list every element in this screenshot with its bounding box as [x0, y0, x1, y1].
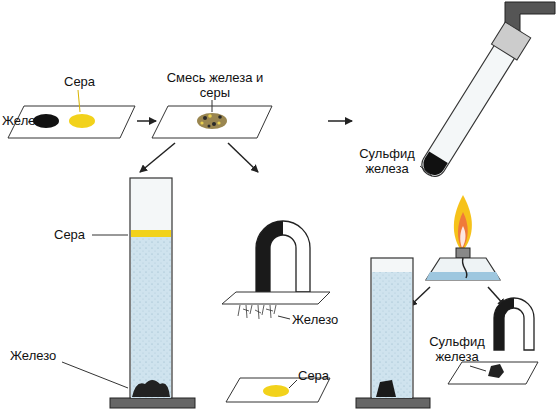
label-text: Сера — [64, 74, 104, 89]
label-text: Железо — [292, 312, 352, 327]
label-text: Сера — [298, 368, 338, 383]
label-text: Смесь железа и серы — [160, 70, 270, 100]
label-text: Железо — [2, 113, 62, 128]
label-text: Железо — [10, 348, 70, 363]
label-text: Сульфид железа — [352, 146, 422, 176]
label-text: Сульфид железа — [422, 334, 492, 364]
label-text: Сера — [54, 227, 94, 242]
